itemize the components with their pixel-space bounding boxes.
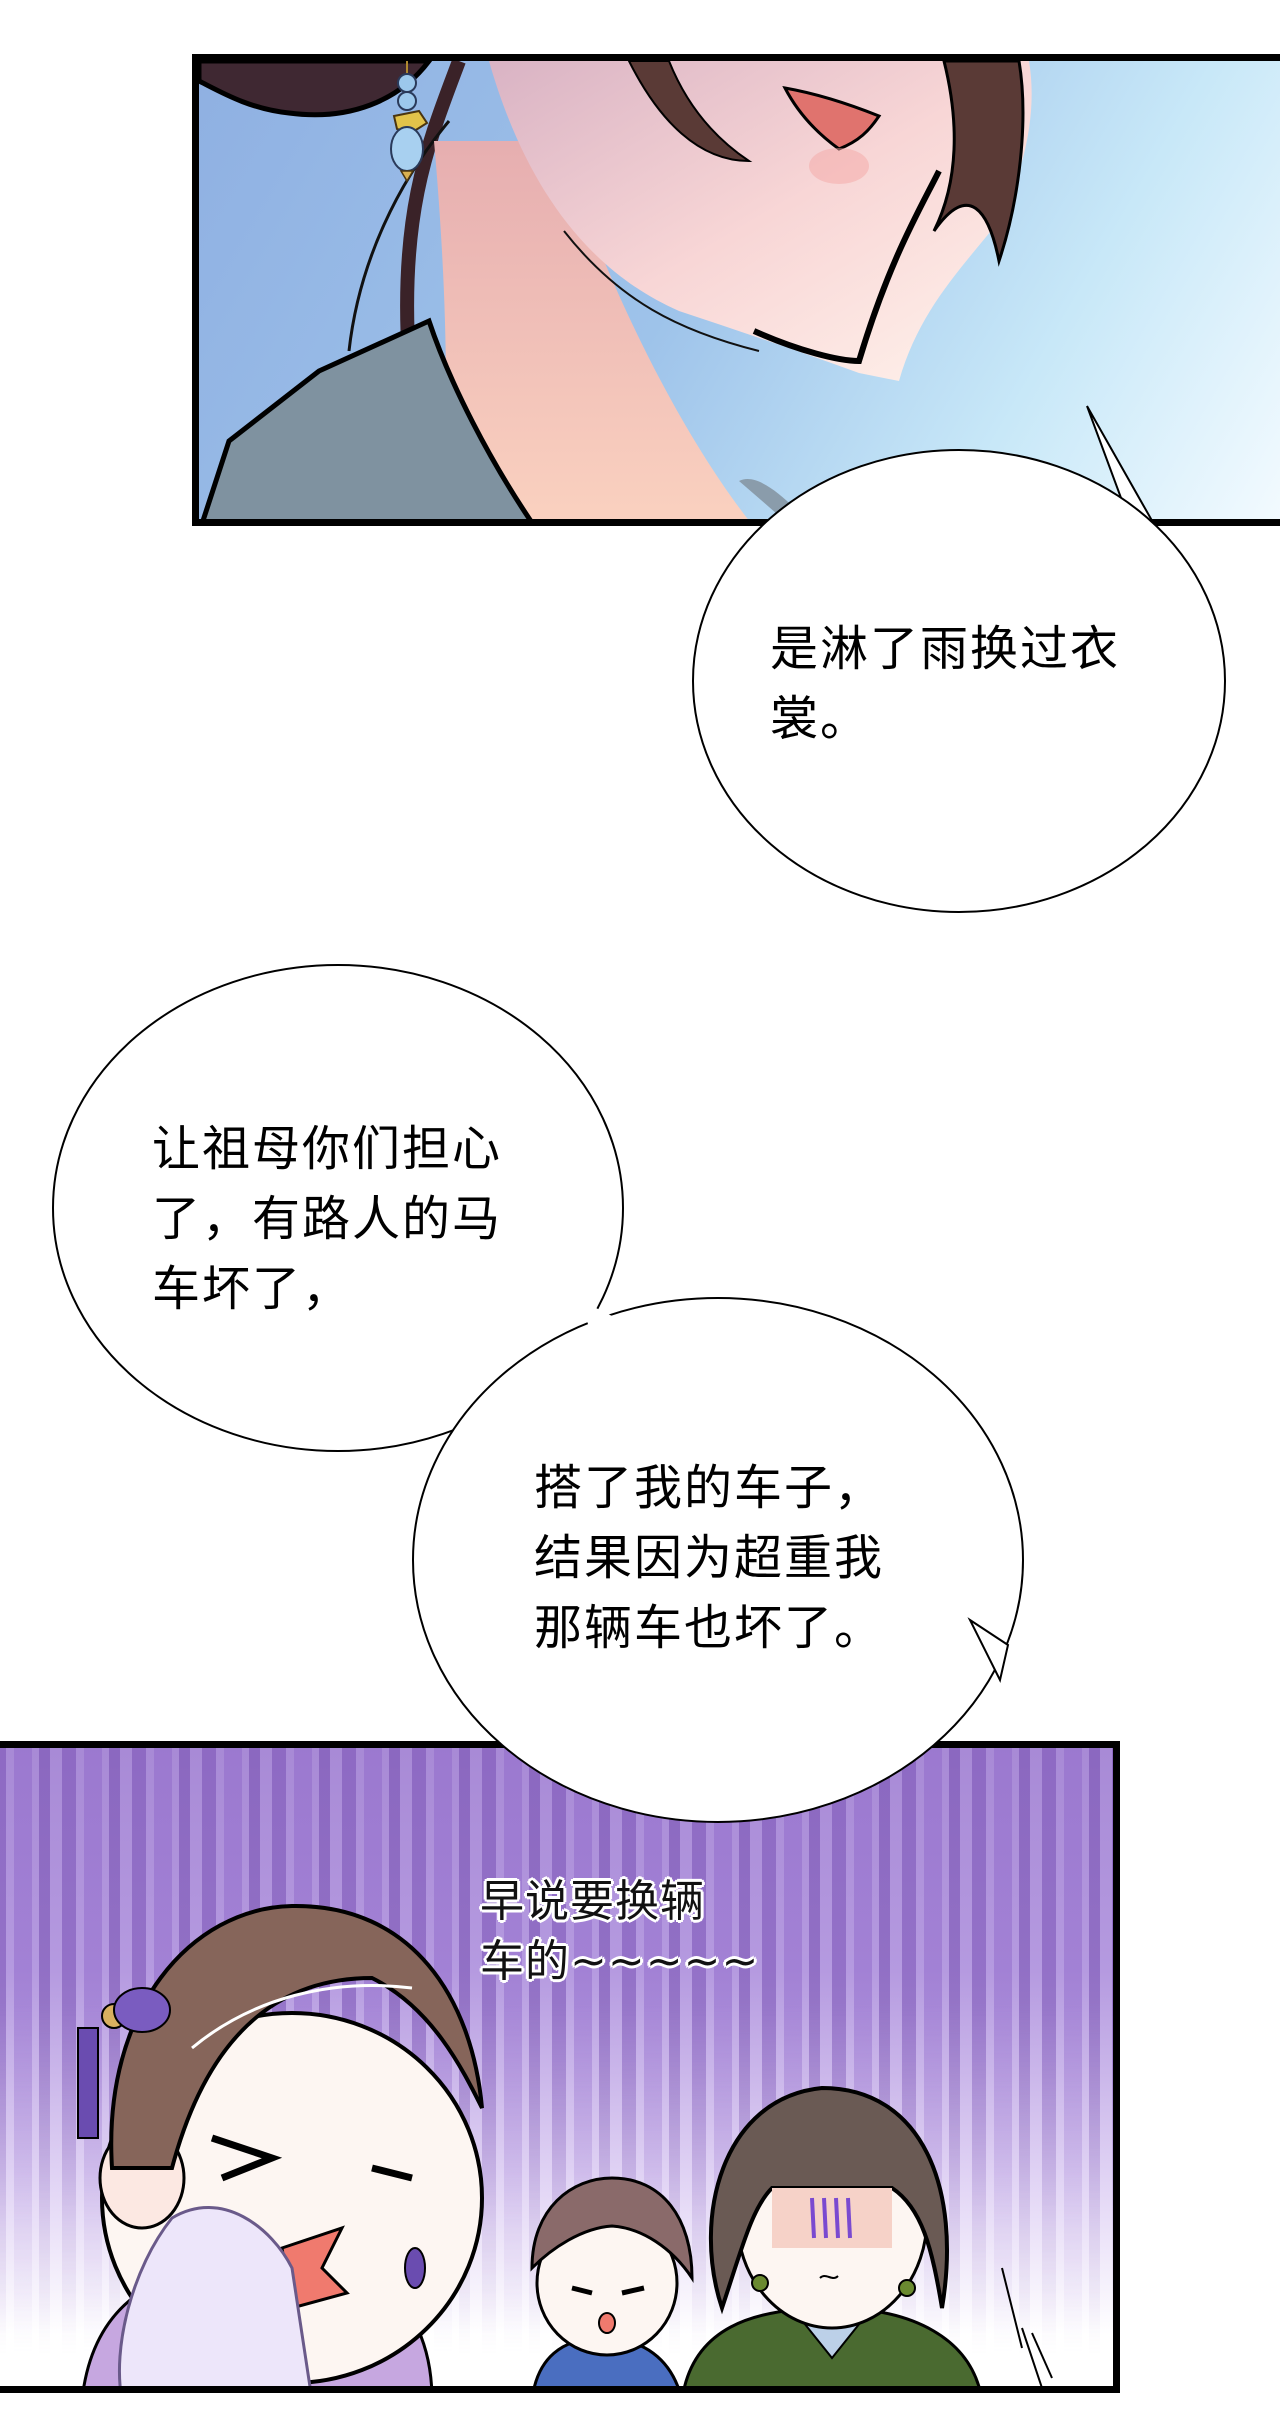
bubble-2-line: 车坏了，: [152, 1261, 353, 1317]
speech-bubble-3-text: 搭了我的车子， 结果因为超重我 那辆车也坏了。: [534, 1453, 884, 1663]
grandmother-figure: [77, 1903, 484, 2386]
bubble-2-line: 了，有路人的马: [152, 1191, 503, 1247]
older-woman-figure: [683, 2085, 981, 2386]
bubble-3-line: 那辆车也坏了。: [534, 1600, 885, 1656]
speech-bubble-2-text: 让祖母你们担心 了，有路人的马 车坏了，: [152, 1114, 502, 1324]
caption-line: 早说要换辆: [480, 1876, 705, 1927]
panel-2: [0, 1741, 1120, 2393]
bubble-1-line: 是淋了雨换过衣: [770, 621, 1121, 677]
earring-icon: [390, 61, 429, 183]
panel-1-illustration: [199, 61, 1153, 519]
panel-1: [192, 54, 1280, 526]
speech-bubble-1-text: 是淋了雨换过衣 裳。: [770, 614, 1120, 754]
caption-line: 车的~~~~~: [480, 1936, 760, 1987]
bubble-2-line: 让祖母你们担心: [152, 1121, 503, 1177]
panel-2-caption: 早说要换辆 车的~~~~~: [480, 1872, 759, 1992]
servant-girl-figure: [530, 2176, 694, 2386]
panel-2-illustration: [77, 1903, 1053, 2386]
bubble-1-line: 裳。: [770, 691, 871, 747]
bubble-3-line: 搭了我的车子，: [534, 1460, 885, 1516]
bubble-3-line: 结果因为超重我: [534, 1530, 885, 1586]
